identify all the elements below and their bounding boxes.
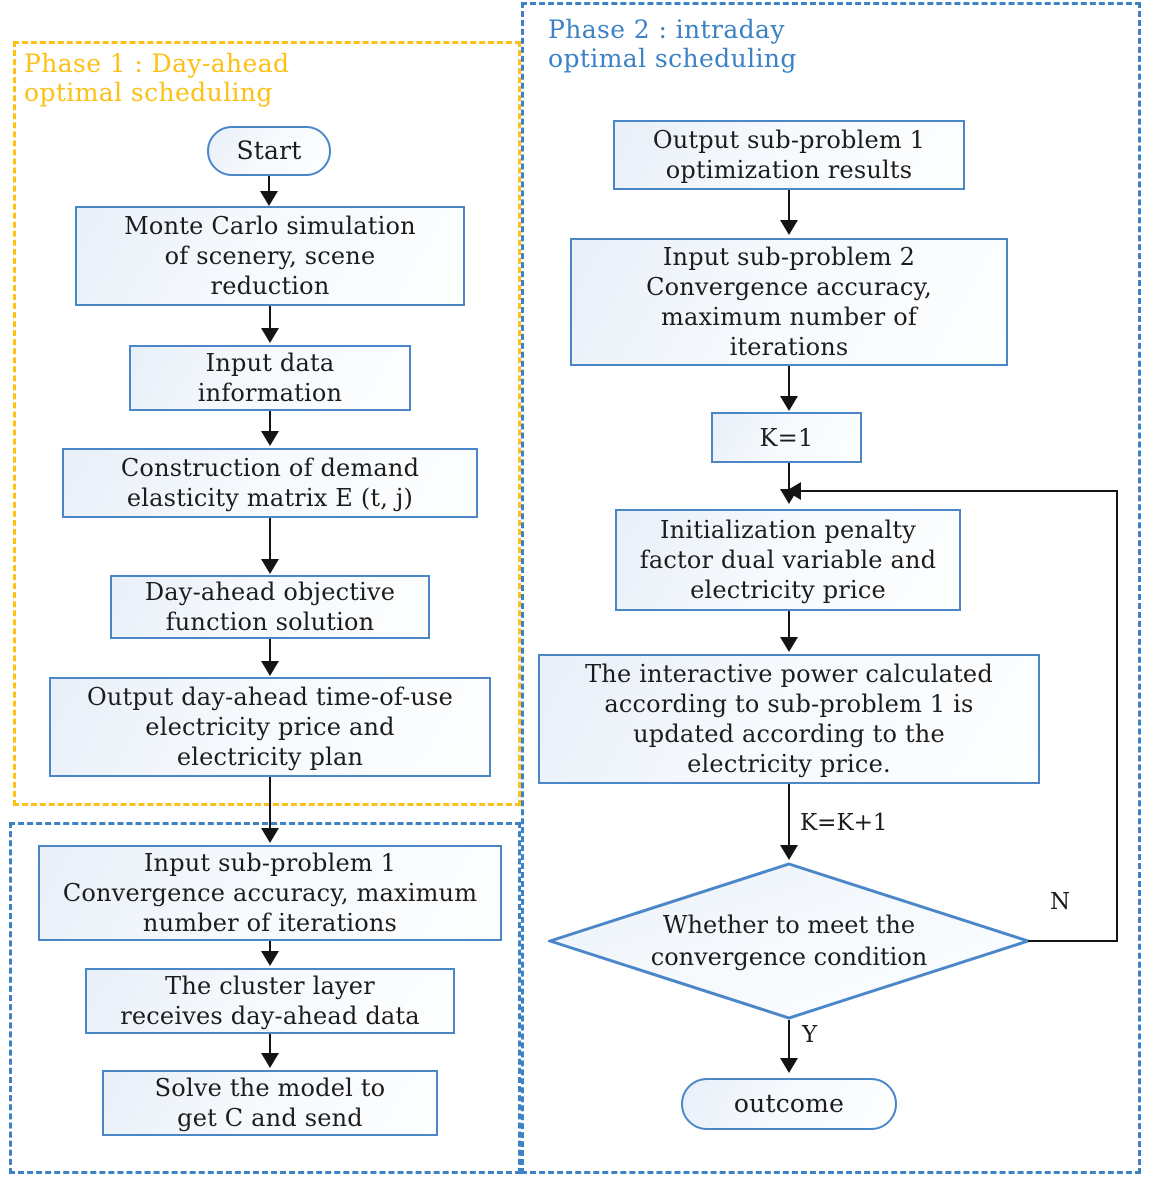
connector-inputdata-to-elasticity <box>269 411 271 433</box>
node-start[interactable]: Start <box>207 126 331 176</box>
arrowhead-montecarlo <box>260 191 278 206</box>
edge-label-yes: Y <box>802 1022 818 1048</box>
node-solve-model[interactable]: Solve the model to get C and send <box>102 1070 438 1136</box>
node-input-subproblem-1[interactable]: Input sub-problem 1 Convergence accuracy… <box>38 845 502 941</box>
node-elasticity-matrix[interactable]: Construction of demand elasticity matrix… <box>62 448 478 518</box>
connector-decision-to-outcome <box>788 1020 790 1060</box>
connector-montecarlo-to-inputdata <box>269 306 271 330</box>
arrowhead-outcome <box>780 1058 798 1073</box>
arrowhead-input-subproblem-2 <box>780 220 798 235</box>
connector-no-horizontal-return <box>800 490 1118 492</box>
node-input-data[interactable]: Input data information <box>129 345 411 411</box>
arrowhead-k-init <box>780 396 798 411</box>
node-interactive-power[interactable]: The interactive power calculated accordi… <box>538 654 1040 784</box>
connector-inputsub2-to-k <box>788 366 790 396</box>
node-k-init[interactable]: K=1 <box>711 412 862 463</box>
node-monte-carlo[interactable]: Monte Carlo simulation of scenery, scene… <box>75 206 465 306</box>
arrowhead-output-dayahead <box>261 661 279 676</box>
edge-label-no: N <box>1050 889 1071 915</box>
node-cluster-layer[interactable]: The cluster layer receives day-ahead dat… <box>85 968 455 1034</box>
node-outcome[interactable]: outcome <box>681 1078 897 1130</box>
connector-no-vertical <box>1116 490 1118 942</box>
node-initialization[interactable]: Initialization penalty factor dual varia… <box>615 509 961 611</box>
node-input-subproblem-2[interactable]: Input sub-problem 2 Convergence accuracy… <box>570 238 1008 366</box>
connector-k-to-initialization <box>788 463 790 491</box>
connector-elasticity-to-objective <box>269 518 271 562</box>
connector-outputsub1-to-inputsub2 <box>788 190 790 220</box>
connector-start-to-montecarlo <box>268 176 270 194</box>
phase-1-label: Phase 1 : Day-ahead optimal scheduling <box>24 49 290 107</box>
node-decision-convergence[interactable]: Whether to meet the convergence conditio… <box>548 862 1030 1020</box>
connector-no-horizontal-out <box>1028 940 1118 942</box>
arrowhead-interactive-power <box>780 637 798 652</box>
arrowhead-cluster-layer <box>261 951 279 966</box>
phase-2-label: Phase 2 : intraday optimal scheduling <box>548 15 797 73</box>
node-dayahead-objective[interactable]: Day-ahead objective function solution <box>110 575 430 639</box>
arrowhead-objective <box>261 559 279 574</box>
node-output-dayahead[interactable]: Output day-ahead time-of-use electricity… <box>49 677 491 777</box>
connector-output-to-inputsub1 <box>269 777 271 829</box>
connector-cluster-to-solve <box>269 1034 271 1056</box>
arrowhead-decision <box>780 845 798 860</box>
connector-initialization-to-interactive <box>788 611 790 638</box>
edge-label-k-increment: K=K+1 <box>800 810 888 836</box>
arrowhead-inputdata <box>261 328 279 343</box>
connector-inputsub1-to-cluster <box>269 941 271 953</box>
node-output-subproblem-1[interactable]: Output sub-problem 1 optimization result… <box>613 120 965 190</box>
arrowhead-feedback-return <box>786 482 801 500</box>
arrowhead-input-subproblem-1 <box>261 828 279 843</box>
connector-objective-to-output <box>269 639 271 663</box>
arrowhead-solve-model <box>261 1053 279 1068</box>
arrowhead-elasticity <box>261 431 279 446</box>
connector-interactive-to-decision <box>788 784 790 846</box>
